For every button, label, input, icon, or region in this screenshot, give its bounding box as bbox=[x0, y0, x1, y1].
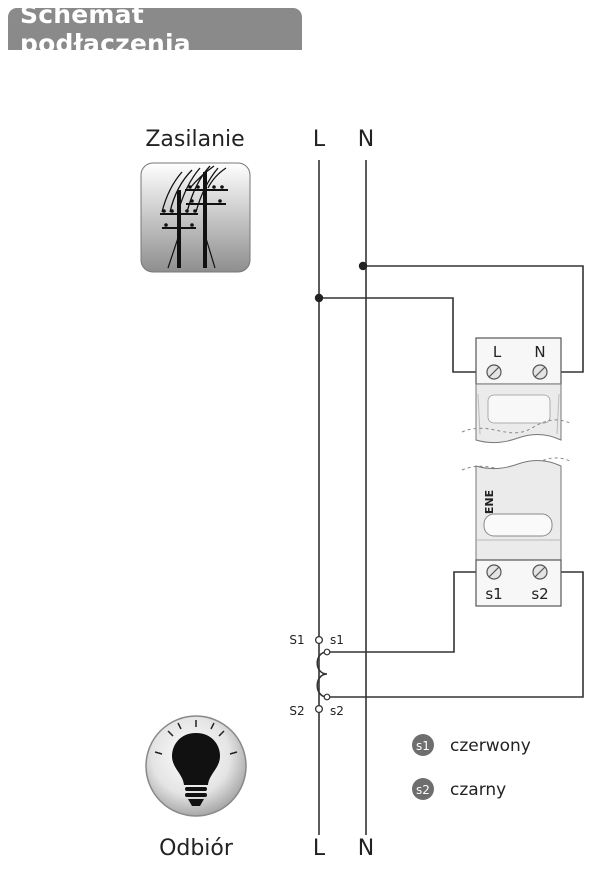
din-module: L N ENE s1 s2 bbox=[461, 337, 573, 607]
ct-S1-label: S1 bbox=[289, 633, 304, 647]
l-branch-wire bbox=[319, 297, 476, 373]
legend-s1: s1 czerwony bbox=[412, 734, 531, 756]
legend-s1-text: czerwony bbox=[450, 736, 531, 756]
device-s1-label: s1 bbox=[485, 585, 502, 603]
device-s2-label: s2 bbox=[531, 585, 548, 603]
legend-s2: s2 czarny bbox=[412, 778, 506, 800]
current-transformer: S1 s1 S2 s2 bbox=[289, 633, 344, 718]
device-n-label: N bbox=[534, 343, 545, 361]
device-l-label: L bbox=[493, 343, 502, 361]
page-title: Schemat podłączenia bbox=[20, 0, 191, 58]
load-label: Odbiór bbox=[159, 836, 234, 861]
supply-label: Zasilanie bbox=[145, 127, 244, 152]
s1-wire bbox=[327, 571, 476, 653]
s2-wire bbox=[327, 571, 584, 698]
ct-s1-label: s1 bbox=[330, 633, 344, 647]
legend-s2-text: czarny bbox=[450, 780, 506, 800]
ct-s2-label: s2 bbox=[330, 704, 344, 718]
ct-S2-label: S2 bbox=[289, 704, 304, 718]
line-l-bottom-label: L bbox=[313, 836, 326, 861]
light-bulb-icon bbox=[145, 715, 247, 817]
line-n-top-label: N bbox=[358, 127, 374, 152]
title-bar: Schemat podłączenia bbox=[8, 0, 302, 58]
l-junction-dot bbox=[314, 293, 324, 303]
n-junction-dot bbox=[358, 261, 368, 271]
n-branch-wire bbox=[363, 265, 584, 373]
legend-s2-badge: s2 bbox=[416, 783, 430, 797]
line-l-top-label: L bbox=[313, 127, 326, 152]
device-brand: ENE bbox=[483, 490, 496, 514]
legend-s1-badge: s1 bbox=[416, 739, 430, 753]
power-lines-icon bbox=[140, 162, 251, 273]
line-n-bottom-label: N bbox=[358, 836, 374, 861]
